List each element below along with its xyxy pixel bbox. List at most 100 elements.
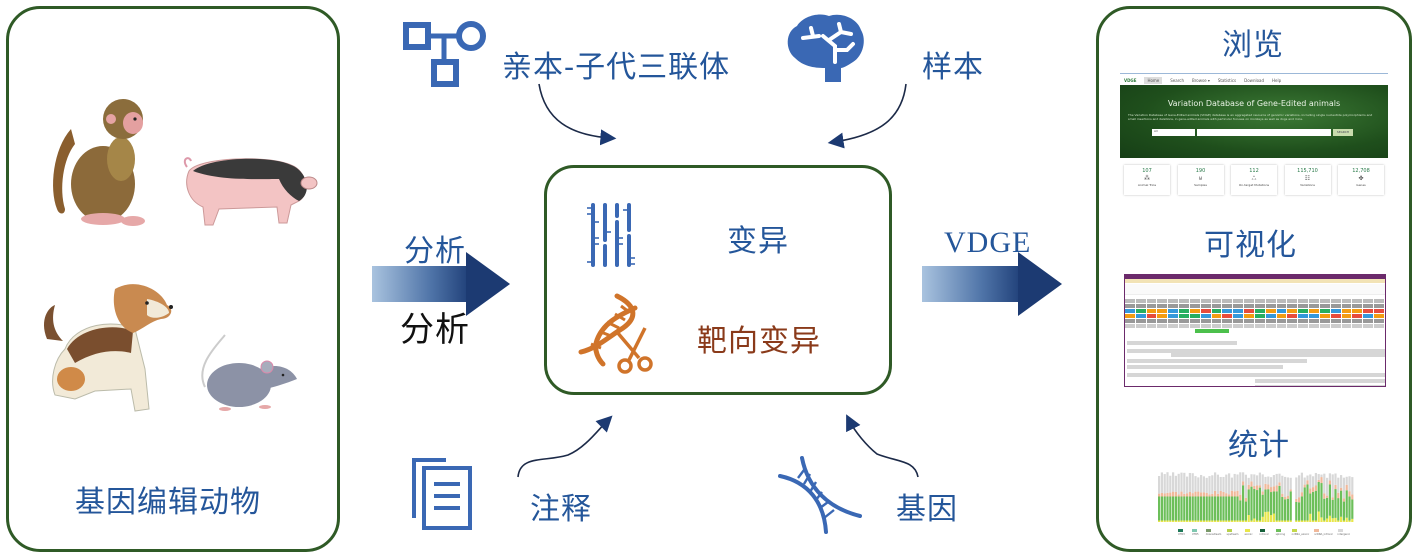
thumb-bar-segment bbox=[1200, 474, 1203, 493]
thumb-bar-segment bbox=[1275, 520, 1278, 522]
thumb-bar-segment bbox=[1166, 492, 1169, 497]
thumb-bar-segment bbox=[1242, 485, 1245, 521]
thumb-bar-segment bbox=[1331, 497, 1334, 500]
thumb-bar-segment bbox=[1219, 490, 1222, 497]
thumb-read bbox=[1127, 365, 1283, 369]
thumb-bar-segment bbox=[1328, 515, 1331, 522]
thumb-bar-segment bbox=[1242, 520, 1245, 522]
thumb-read bbox=[1255, 385, 1385, 386]
thumb-bar-segment bbox=[1348, 476, 1351, 492]
thumb-bar-segment bbox=[1267, 484, 1270, 490]
dna-icon bbox=[778, 456, 862, 534]
thumb-bar-segment bbox=[1331, 499, 1334, 519]
thumb-bar-segment bbox=[1267, 489, 1270, 512]
thumb-bar-segment bbox=[1337, 492, 1340, 499]
thumb-bar-segment bbox=[1216, 474, 1219, 494]
sample-label: 样本 bbox=[922, 50, 984, 85]
thumb-bar-segment bbox=[1275, 473, 1278, 486]
thumb-legend-item: exonic bbox=[1244, 529, 1256, 536]
thumb-stacked-bars bbox=[1158, 472, 1354, 522]
thumb-bar-segment bbox=[1186, 520, 1189, 522]
analysis-label-bottom: 分析 bbox=[400, 310, 470, 350]
stat-label: Variations bbox=[1300, 183, 1315, 187]
thumb-bar-segment bbox=[1261, 474, 1264, 492]
stat-label: Samples bbox=[1194, 183, 1207, 187]
sample-icon: ⊎ bbox=[1198, 175, 1203, 182]
annotation-label: 注释 bbox=[530, 492, 592, 527]
thumb-bar-segment bbox=[1208, 476, 1211, 495]
thumb-bar-segment bbox=[1219, 476, 1222, 491]
thumb-bar-segment bbox=[1348, 496, 1351, 521]
thumb-bar-segment bbox=[1314, 472, 1317, 486]
thumb-bar-segment bbox=[1197, 491, 1200, 497]
thumb-legend-item: upstream bbox=[1226, 529, 1241, 536]
thumb-bar-segment bbox=[1289, 520, 1292, 522]
thumb-read bbox=[1255, 379, 1385, 383]
thumb-bar-segment bbox=[1174, 491, 1177, 497]
thumb-hero-title: Variation Database of Gene-Edited animal… bbox=[1167, 99, 1341, 108]
browse-title: 浏览 bbox=[1222, 28, 1284, 63]
thumb-bar-segment bbox=[1219, 520, 1222, 522]
thumb-nav-browse: Browse ▾ bbox=[1192, 77, 1210, 83]
thumb-nav-search: Search bbox=[1170, 77, 1184, 83]
thumb-bar-segment bbox=[1174, 475, 1177, 492]
legend-swatch bbox=[1337, 529, 1343, 532]
thumb-bar-segment bbox=[1253, 485, 1256, 490]
thumb-track-row bbox=[1125, 309, 1385, 313]
thumb-bar-segment bbox=[1264, 483, 1267, 490]
thumb-legend-item: UTR5 bbox=[1191, 529, 1202, 536]
thumb-bar-segment bbox=[1323, 473, 1326, 494]
thumb-bar-segment bbox=[1183, 472, 1186, 494]
thumb-bar-segment bbox=[1272, 491, 1275, 514]
thumb-bar-segment bbox=[1270, 515, 1273, 522]
dna-scissors-icon bbox=[578, 293, 653, 374]
thumb-bar-segment bbox=[1264, 476, 1267, 484]
thumb-bar-segment bbox=[1186, 493, 1189, 497]
thumb-bar-segment bbox=[1208, 494, 1211, 497]
thumb-bar-segment bbox=[1334, 484, 1337, 490]
thumb-bar-segment bbox=[1258, 487, 1261, 521]
thumb-bar-segment bbox=[1172, 472, 1175, 492]
thumb-bar-segment bbox=[1225, 493, 1228, 497]
thumb-bar-segment bbox=[1312, 520, 1315, 522]
thumb-bar-segment bbox=[1205, 492, 1208, 497]
thumb-bar-segment bbox=[1328, 484, 1331, 516]
thumb-bar-segment bbox=[1194, 476, 1197, 492]
thumb-bar-segment bbox=[1289, 489, 1292, 492]
legend-label: UTR5 bbox=[1191, 532, 1199, 536]
thumb-bar-segment bbox=[1158, 476, 1161, 494]
thumb-bar-segment bbox=[1247, 477, 1250, 485]
thumb-bar-segment bbox=[1295, 520, 1298, 522]
stat-value: 107 bbox=[1142, 168, 1152, 174]
dog-illustration bbox=[44, 284, 173, 412]
legend-swatch bbox=[1291, 529, 1297, 532]
thumb-bar-segment bbox=[1222, 491, 1225, 497]
thumb-bar-segment bbox=[1163, 474, 1166, 494]
thumb-read bbox=[1127, 341, 1237, 345]
thumb-bar-segment bbox=[1247, 489, 1250, 516]
thumb-bar-segment bbox=[1303, 484, 1306, 488]
gene-edited-animals-panel: 基因编辑动物 bbox=[6, 6, 340, 552]
thumb-read bbox=[1127, 349, 1385, 353]
legend-label: ncRNA_exonic bbox=[1291, 532, 1310, 536]
thumb-ruler bbox=[1125, 279, 1385, 283]
thumb-track-row bbox=[1125, 299, 1385, 303]
thumb-bar-segment bbox=[1351, 518, 1354, 522]
variation-label: 变异 bbox=[727, 224, 789, 259]
thumb-bar-segment bbox=[1180, 491, 1183, 497]
thumb-bar-segment bbox=[1250, 486, 1253, 521]
thumb-bar-segment bbox=[1328, 473, 1331, 481]
thumb-bar-segment bbox=[1256, 520, 1259, 522]
thumb-bar-segment bbox=[1236, 474, 1239, 491]
thumb-bar-segment bbox=[1320, 477, 1323, 484]
statistics-title: 统计 bbox=[1228, 428, 1290, 463]
thumb-bar-segment bbox=[1340, 490, 1343, 517]
thumb-bar-segment bbox=[1222, 520, 1225, 522]
thumb-bar-segment bbox=[1183, 496, 1186, 521]
thumb-bar-segment bbox=[1275, 485, 1278, 492]
legend-label: exonic bbox=[1244, 532, 1253, 536]
thumb-bar-segment bbox=[1298, 520, 1301, 522]
thumb-bar-segment bbox=[1340, 516, 1343, 522]
thumb-bar-segment bbox=[1303, 520, 1306, 522]
thumb-bar-segment bbox=[1169, 492, 1172, 497]
